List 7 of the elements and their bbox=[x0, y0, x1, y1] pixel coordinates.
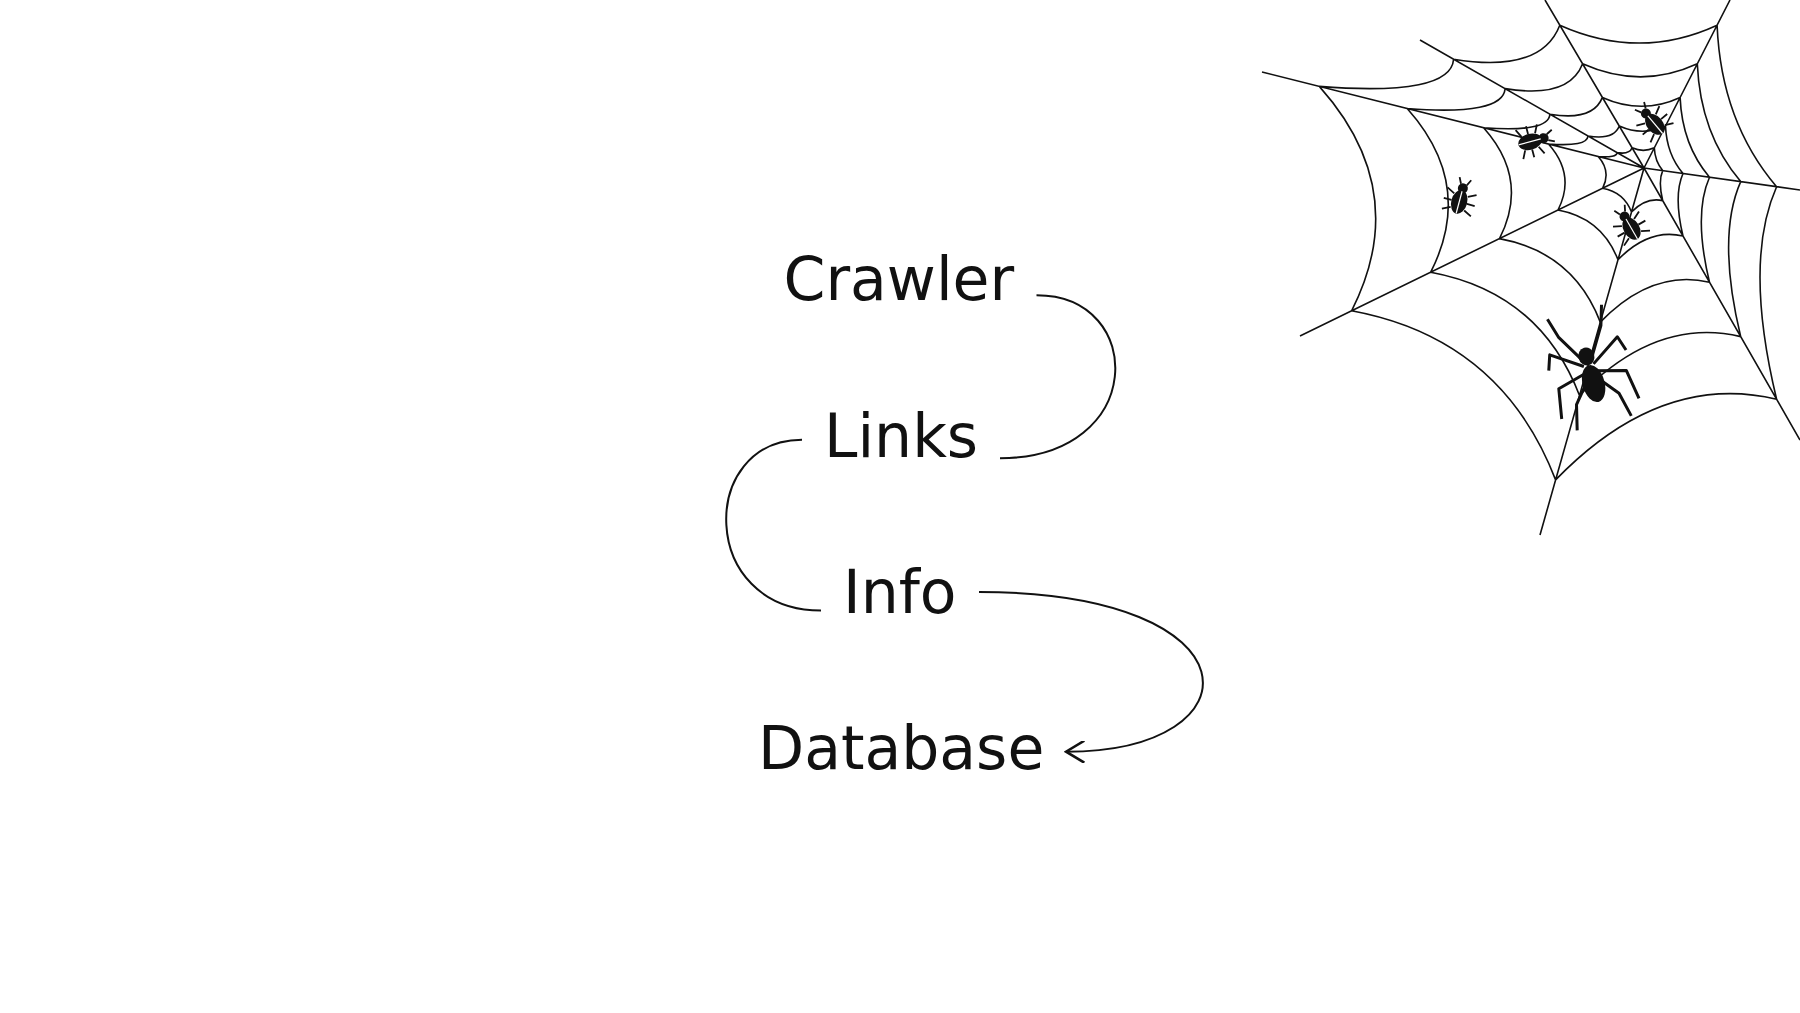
step-label: Crawler bbox=[761, 242, 1037, 316]
curved-connector bbox=[999, 294, 1116, 460]
step-label: Database bbox=[736, 711, 1067, 785]
curved-connector bbox=[725, 438, 822, 612]
step-label: Info bbox=[821, 555, 979, 629]
curved-arrow bbox=[978, 591, 1203, 763]
step-label: Links bbox=[802, 399, 1001, 473]
